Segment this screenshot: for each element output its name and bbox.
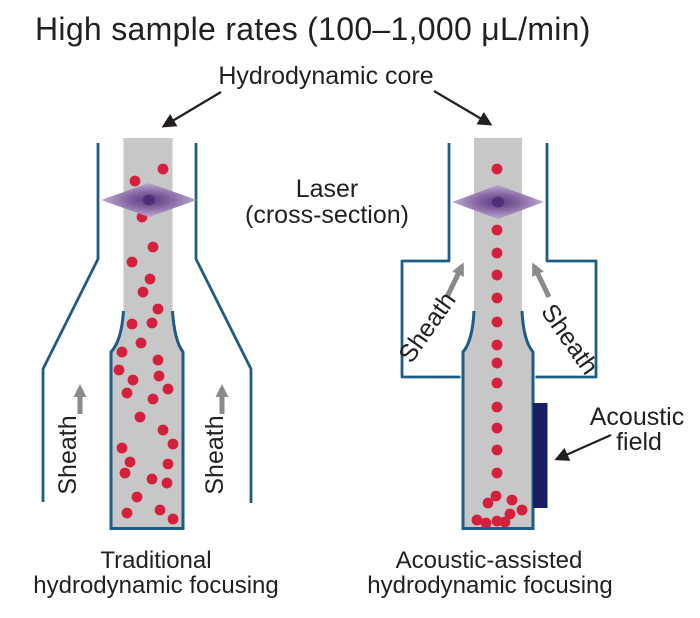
acoustic-transducer [533,403,548,508]
left-panel: Sheath Sheath Traditional hydrodynamic f… [33,138,279,599]
particle-dot [162,458,174,470]
particle-dot [491,515,503,527]
particle-dot [491,269,503,281]
particle-dot [480,517,492,529]
acoustic-field-label-line2: field [616,428,662,456]
particle-dot [491,163,503,175]
left-particles [113,163,179,525]
particle-dot [146,473,158,485]
particle-dot [152,354,164,366]
particle-dot [482,497,494,509]
particle-dot [134,411,146,423]
shared-annotations: High sample rates (100–1,000 μL/min) Hyd… [35,11,684,461]
left-outer-wall-right [194,143,253,503]
laser-focus-spot-left [143,194,155,206]
particle-dot [491,316,503,328]
particle-dot [116,346,128,358]
particle-dot [126,256,138,268]
particle-dot [126,318,138,330]
particle-dot [153,370,165,382]
acoustic-pointer-arrow [554,433,612,461]
particle-dot [491,292,503,304]
particle-dot [506,494,518,506]
laser-label-line1: Laser [296,175,359,203]
particle-dot [127,374,139,386]
particle-dot [516,504,528,516]
figure-title: High sample rates (100–1,000 μL/min) [35,11,591,47]
particle-dot [491,339,503,351]
right-caption-line2: hydrodynamic focusing [367,572,612,599]
acoustic-field-label-line1: Acoustic [590,403,684,431]
particle-dot [119,467,131,479]
particle-dot [491,224,503,236]
particle-dot [491,247,503,259]
particle-dot [161,477,173,489]
particle-dot [491,467,503,479]
particle-dot [124,456,136,468]
particle-dot [147,393,159,405]
particle-dot [129,175,141,187]
sheath-label-right-2: Sheath [535,299,603,380]
particle-dot [113,364,125,376]
laser-focus-spot-right [492,196,504,208]
particle-dot [144,273,156,285]
particle-dot [491,444,503,456]
right-inner-tube-outline [461,310,535,530]
laser-label-line2: (cross-section) [245,201,409,229]
particle-dot [131,491,143,503]
left-inner-tube-outline [109,310,185,530]
right-sample-core-tube [463,138,533,530]
particle-dot [471,514,483,526]
hydrodynamic-core-label: Hydrodynamic core [218,62,433,90]
particle-dot [167,438,179,450]
right-particles [471,163,528,529]
left-caption-line1: Traditional [100,547,211,574]
particle-dot [121,387,133,399]
particle-dot [162,383,174,395]
sheath-flow-arrow-right-1 [444,262,465,299]
particle-dot [491,357,503,369]
particle-dot [147,241,159,253]
sheath-label-left-2: Sheath [201,415,229,494]
particle-dot [137,286,149,298]
particle-dot [157,424,169,436]
particle-dot [121,507,133,519]
particle-dot [135,337,147,349]
left-caption-line2: hydrodynamic focusing [33,572,278,599]
core-pointer-arrow-left [161,91,222,128]
sheath-label-left-1: Sheath [54,415,82,494]
left-outer-wall-left [41,143,100,502]
particle-dot [167,513,179,525]
right-outer-wall-left [400,143,461,379]
particle-dot [491,422,503,434]
particle-dot [152,303,164,315]
particle-dot [154,504,166,516]
right-outer-wall-right [535,143,598,379]
particle-dot [490,490,502,502]
particle-dot [491,401,503,413]
particle-dot [504,508,516,520]
particle-dot [146,317,158,329]
particle-dot [491,377,503,389]
sheath-label-right-1: Sheath [393,287,461,368]
core-pointer-arrow-right [433,90,493,126]
particle-dot [499,516,511,528]
sheath-flow-arrow-right-2 [531,262,552,299]
particle-dot [157,163,169,175]
particle-dot [116,442,128,454]
right-caption-line1: Acoustic-assisted [396,547,583,574]
